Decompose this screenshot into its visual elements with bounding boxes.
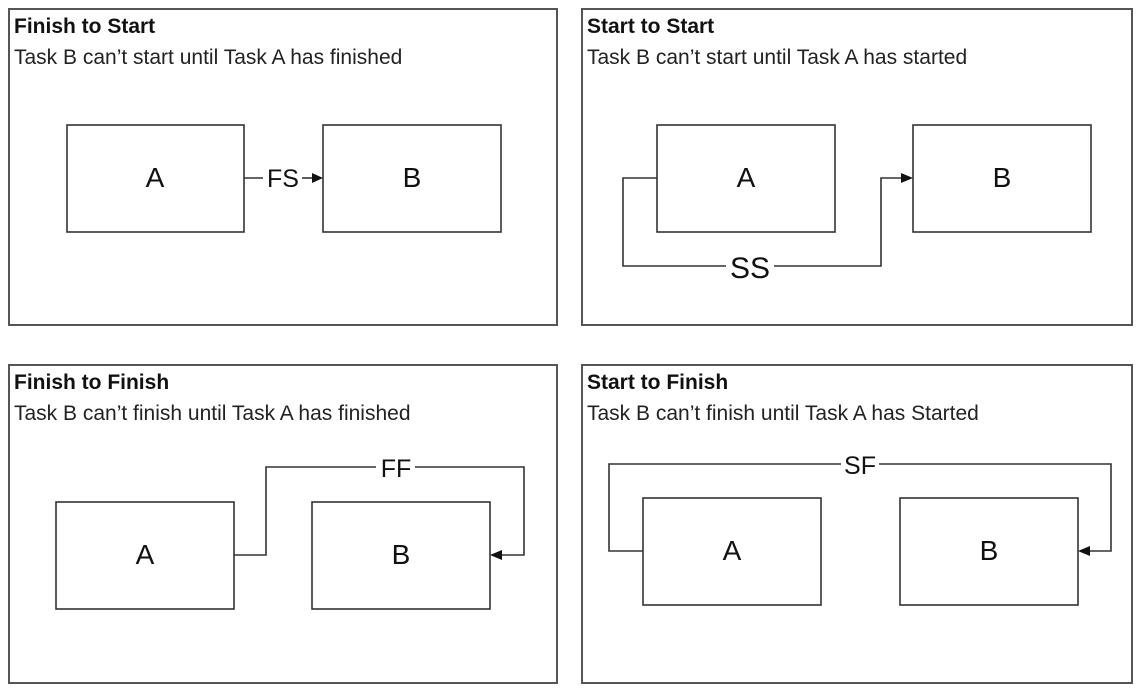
dependency-label: FF [381,455,412,483]
task-b-box [311,501,491,610]
fs-diagram: A B FS [66,124,502,233]
dependency-line [608,463,841,552]
dependency-line [879,463,1112,552]
arrowhead-icon [312,173,323,183]
task-a-box [55,501,235,610]
ss-diagram: A B SS [622,124,1092,285]
panel-title: Start to Start [587,15,715,38]
arrowhead-icon [1078,546,1090,556]
arrowhead-icon [901,173,913,183]
task-b-label: B [403,162,422,193]
sf-diagram: A B SF [608,452,1112,606]
panel-title: Finish to Start [14,15,156,38]
task-a-box [66,124,245,233]
panel-title: Start to Finish [587,371,729,394]
dependency-label: FS [267,165,299,193]
dependency-label: SS [730,252,770,285]
task-a-label: A [136,539,155,570]
task-a-label: A [723,535,742,566]
task-a-box [642,497,822,606]
panel-finish-to-finish: Finish to Finish Task B can’t finish unt… [8,364,558,684]
task-b-label: B [993,162,1012,193]
dependency-line [622,177,726,267]
dependency-label: SF [844,452,876,480]
task-b-label: B [980,535,999,566]
task-b-box [912,124,1092,233]
panel-description: Task B can’t finish until Task A has Sta… [587,402,979,425]
panel-title: Finish to Finish [14,371,170,394]
ff-diagram: A B FF [55,455,525,610]
dependency-line [234,466,376,556]
task-b-box [322,124,502,233]
panel-start-to-start: Start to Start Task B can’t start until … [581,8,1133,326]
dependency-line [774,177,903,267]
arrowhead-icon [490,550,502,560]
task-a-label: A [737,162,756,193]
task-a-box [656,124,836,233]
panel-finish-to-start: Finish to Start Task B can’t start until… [8,8,558,326]
panel-start-to-finish: Start to Finish Task B can’t finish unti… [581,364,1133,684]
task-b-box [899,497,1079,606]
dependency-line [415,466,525,556]
panel-description: Task B can’t start until Task A has fini… [14,46,403,69]
task-a-label: A [146,162,165,193]
panel-description: Task B can’t finish until Task A has fin… [14,402,411,425]
task-b-label: B [392,539,411,570]
panel-description: Task B can’t start until Task A has star… [587,46,968,69]
